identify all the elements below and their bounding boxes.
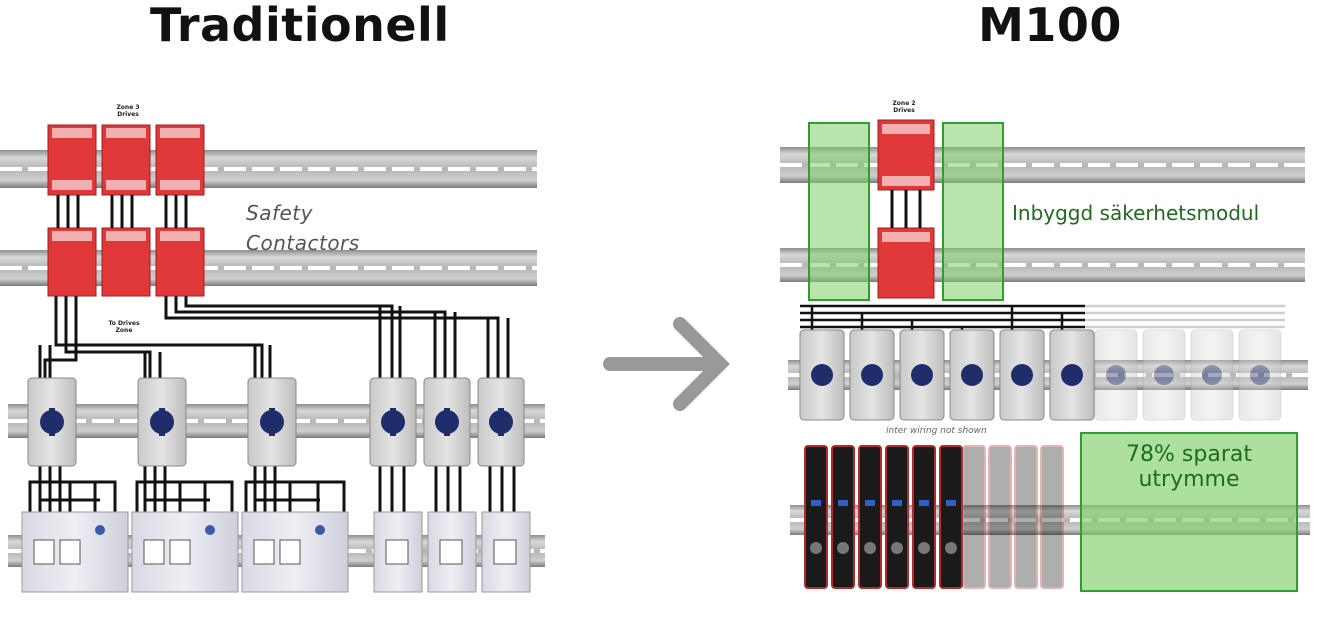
motor-breaker [999,329,1045,421]
wiring [890,190,922,228]
contactor-group [131,511,239,593]
safety-contactor [155,227,205,297]
m100-panel [780,119,1310,592]
motor-breaker [247,377,297,467]
safety-contactor [101,227,151,297]
safety-contactor [877,227,935,299]
traditional-panel [0,124,545,593]
highlight-box [942,122,1004,301]
motor-breaker [899,329,945,421]
contactor [481,511,531,593]
motor-breaker [1049,329,1095,421]
motor-breaker [799,329,845,421]
safety-contactor [877,119,935,191]
label-line: utrymme [1138,467,1240,492]
m100-module [804,445,828,589]
m100-module [939,445,963,589]
label-line: Safety [246,201,313,225]
safety-contactor [47,227,97,297]
safety-contactor [155,124,205,196]
contactor [373,511,423,593]
m100-title: M100 [978,0,1122,52]
motor-breaker [369,377,417,467]
motor-breaker [137,377,187,467]
integrated-module-label: Inbyggd säkerhetsmodul [1012,201,1260,225]
contactor-group [241,511,349,593]
motor-breaker [849,329,895,421]
motor-breaker [423,377,471,467]
space-saved-box [1080,432,1298,592]
wiring-note: inter wiring not shown [886,426,987,436]
motor-breaker [27,377,77,467]
zone-label: Zone 3 Drives [116,104,140,118]
contactor-group [21,511,129,593]
zone-label: Zone 2 Drives [892,100,916,114]
space-saved-label: 78% sparat utrymme [1081,442,1297,492]
safety-contactor [47,124,97,196]
zone-label: To Drives Zone [108,320,140,334]
safety-contactors-label: Safety Contactors [246,198,360,258]
motor-breaker-faded [1094,329,1282,421]
m100-module-faded [962,445,1064,589]
motor-breaker [477,377,525,467]
motor-breaker [949,329,995,421]
m100-module [885,445,909,589]
arrow-icon [603,317,730,411]
m100-module [831,445,855,589]
wiring [28,195,516,512]
m100-module [912,445,936,589]
wiring-faded [1085,304,1285,329]
safety-contactor [101,124,151,196]
label-line: 78% sparat [1126,442,1252,467]
contactor [427,511,477,593]
label-line: Contactors [246,231,360,255]
m100-module [858,445,882,589]
highlight-box [808,122,870,301]
traditional-title: Traditionell [150,0,450,52]
